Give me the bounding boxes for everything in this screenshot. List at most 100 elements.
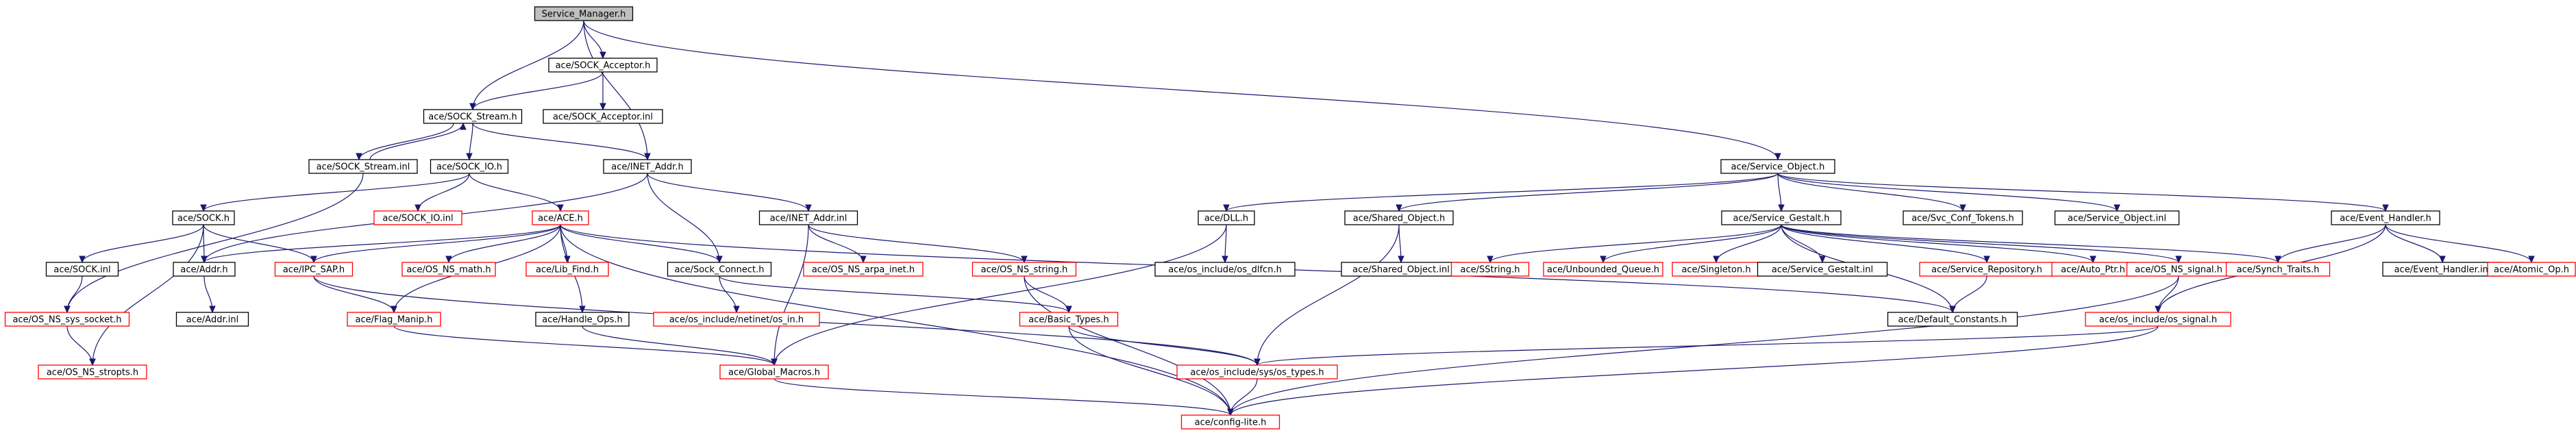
node-os-ns-string-h[interactable]: ace/OS_NS_string.h [971, 262, 1077, 277]
edge-sock_stream_inl-to-os_ns_sys_socket_h [64, 173, 364, 314]
node-label: ace/Addr.inl [186, 315, 238, 325]
node-sock-io-h[interactable]: ace/SOCK_IO.h [430, 159, 509, 174]
node-service-repository-h[interactable]: ace/Service_Repository.h [1919, 262, 2055, 277]
node-label: ace/SOCK_IO.inl [382, 214, 453, 224]
edge-os_ns_string_h-to-config_lite_h [1024, 275, 1234, 417]
edge-root-to-service_object_h [583, 20, 1781, 161]
node-service-gestalt-h[interactable]: ace/Service_Gestalt.h [1721, 210, 1842, 225]
node-sock-acceptor-inl[interactable]: ace/SOCK_Acceptor.inl [543, 109, 663, 124]
edge-service_object_h-to-shared_object_h [1396, 173, 1779, 212]
node-label: ace/Flag_Manip.h [356, 315, 433, 325]
edge-os_ns_string_h-to-basic_types_h [1024, 275, 1072, 314]
edge-ipc_sap_h-to-flag_manip_h [313, 275, 397, 314]
node-label: ace/Event_Handler.inl [2394, 265, 2491, 275]
node-os-ns-stropts-h[interactable]: ace/OS_NS_stropts.h [38, 364, 147, 380]
node-label: ace/Service_Object.h [1731, 162, 1825, 173]
node-svc-conf-tokens-h[interactable]: ace/Svc_Conf_Tokens.h [1903, 210, 2023, 225]
node-label: ace/OS_NS_string.h [981, 265, 1068, 275]
node-service-gestalt-inl[interactable]: ace/Service_Gestalt.inl [1757, 262, 1888, 277]
node-os-signal-h[interactable]: ace/os_include/os_signal.h [2085, 312, 2231, 327]
node-netinet-in-h[interactable]: ace/os_include/netinet/os_in.h [653, 312, 820, 327]
node-lib-find-h[interactable]: ace/Lib_Find.h [525, 262, 609, 277]
edge-dll_h-to-global_macros_h [771, 224, 1227, 366]
node-shared-object-h[interactable]: ace/Shared_Object.h [1344, 210, 1454, 225]
node-addr-h[interactable]: ace/Addr.h [173, 262, 236, 277]
nodes-layer: Service_Manager.h ace/SOCK_Acceptor.h ace/… [4, 6, 2576, 430]
edge-ace_h-to-sock_connect_h [560, 224, 723, 264]
edge-flag_manip_h-to-global_macros_h [393, 325, 778, 366]
node-atomic-op-h[interactable]: ace/Atomic_Op.h [2487, 262, 2576, 277]
node-label: ace/Auto_Ptr.h [2061, 265, 2125, 275]
node-unbounded-queue-h[interactable]: ace/Unbounded_Queue.h [1543, 262, 1663, 277]
node-ace-h[interactable]: ace/ACE.h [532, 210, 589, 225]
node-label: Service_Manager.h [542, 10, 626, 20]
edge-os_signal_h-to-sys_types_h [1254, 325, 2159, 366]
edge-sock_h-to-sock_inl [79, 224, 204, 264]
node-label: ace/Addr.h [180, 265, 227, 275]
node-root: Service_Manager.h [534, 6, 634, 21]
node-label: ace/SOCK_Acceptor.inl [553, 112, 653, 123]
edge-sock_io_h-to-sock_io_inl [414, 173, 470, 212]
node-os-ns-math-h[interactable]: ace/OS_NS_math.h [401, 262, 496, 277]
node-dlfcn-h[interactable]: ace/os_include/os_dlfcn.h [1154, 262, 1296, 277]
node-shared-object-inl[interactable]: ace/Shared_Object.inl [1341, 262, 1461, 277]
node-sock-acceptor-h[interactable]: ace/SOCK_Acceptor.h [548, 58, 658, 73]
node-label: ace/INET_Addr.inl [770, 214, 847, 224]
node-dll-h[interactable]: ace/DLL.h [1198, 210, 1255, 225]
node-sock-connect-h[interactable]: ace/Sock_Connect.h [667, 262, 772, 277]
node-label: ace/Global_Macros.h [728, 368, 820, 378]
node-os-ns-signal-h[interactable]: ace/OS_NS_signal.h [2126, 262, 2231, 277]
node-inet-addr-inl[interactable]: ace/INET_Addr.inl [758, 210, 858, 225]
edge-event_handler_h-to-synch_traits_h [2275, 224, 2386, 264]
node-handle-ops-h[interactable]: ace/Handle_Ops.h [535, 312, 630, 327]
node-label: ace/OS_NS_stropts.h [47, 368, 138, 378]
node-sock-stream-inl[interactable]: ace/SOCK_Stream.inl [308, 159, 418, 174]
node-sock-h[interactable]: ace/SOCK.h [172, 210, 235, 225]
edge-service_gestalt_h-to-singleton_h [1713, 224, 1782, 264]
node-event-handler-inl[interactable]: ace/Event_Handler.inl [2382, 262, 2503, 277]
node-label: ace/os_include/os_signal.h [2099, 315, 2217, 325]
edge-sock_connect_h-to-netinet_in_h [719, 275, 740, 314]
node-label: ace/OS_NS_sys_socket.h [12, 315, 121, 325]
node-service-object-h[interactable]: ace/Service_Object.h [1720, 159, 1835, 174]
node-auto-ptr-h[interactable]: ace/Auto_Ptr.h [2051, 262, 2135, 277]
edge-inet_addr_h-to-inet_addr_inl [647, 173, 812, 212]
edge-root-to-inet_addr_h [583, 20, 651, 161]
edge-service_object_h-to-event_handler_h [1777, 173, 2389, 212]
node-inet-addr-h[interactable]: ace/INET_Addr.h [603, 159, 692, 174]
edge-service_object_h-to-svc_conf_tokens_h [1777, 173, 1966, 212]
node-default-constants-h[interactable]: ace/Default_Constants.h [1887, 312, 2018, 327]
edge-handle_ops_h-to-global_macros_h [582, 325, 778, 366]
node-synch-traits-h[interactable]: ace/Synch_Traits.h [2225, 262, 2331, 277]
node-label: ace/os_include/sys/os_types.h [1190, 368, 1324, 378]
node-singleton-h[interactable]: ace/Singleton.h [1672, 262, 1761, 277]
node-config-lite-h[interactable]: ace/config-lite.h [1180, 414, 1280, 430]
node-sock-inl[interactable]: ace/SOCK.inl [45, 262, 119, 277]
node-ipc-sap-h[interactable]: ace/IPC_SAP.h [274, 262, 354, 277]
node-label: ace/Handle_Ops.h [542, 315, 622, 325]
node-sstring-h[interactable]: ace/SString.h [1450, 262, 1530, 277]
node-sock-io-inl[interactable]: ace/SOCK_IO.inl [373, 210, 462, 225]
edge-sock_stream_h-to-sock_io_h [466, 123, 473, 161]
node-os-ns-sys-socket-h[interactable]: ace/OS_NS_sys_socket.h [4, 312, 130, 327]
edge-ace_h-to-os_ns_math_h [445, 224, 561, 264]
node-flag-manip-h[interactable]: ace/Flag_Manip.h [347, 312, 441, 327]
node-sys-types-h[interactable]: ace/os_include/sys/os_types.h [1176, 364, 1338, 380]
node-basic-types-h[interactable]: ace/Basic_Types.h [1019, 312, 1119, 327]
node-label: ace/Lib_Find.h [536, 265, 599, 275]
node-label: ace/Svc_Conf_Tokens.h [1911, 214, 2014, 224]
node-os-ns-arpa-inet-h[interactable]: ace/OS_NS_arpa_inet.h [803, 262, 924, 277]
node-sock-stream-h[interactable]: ace/SOCK_Stream.h [423, 109, 523, 124]
node-label: ace/DLL.h [1204, 214, 1248, 224]
edges-layer [64, 20, 2535, 417]
node-event-handler-h[interactable]: ace/Event_Handler.h [2331, 210, 2440, 225]
node-service-object-inl[interactable]: ace/Service_Object.inl [2054, 210, 2180, 225]
node-label: ace/Atomic_Op.h [2494, 265, 2569, 275]
node-global-macros-h[interactable]: ace/Global_Macros.h [719, 364, 829, 380]
node-label: ace/SOCK_IO.h [436, 162, 502, 173]
edge-service_gestalt_h-to-sstring_h [1487, 224, 1782, 264]
node-addr-inl[interactable]: ace/Addr.inl [175, 312, 249, 327]
edge-shared_object_h-to-shared_object_inl [1398, 224, 1404, 264]
node-label: ace/SOCK_Acceptor.h [556, 61, 651, 71]
